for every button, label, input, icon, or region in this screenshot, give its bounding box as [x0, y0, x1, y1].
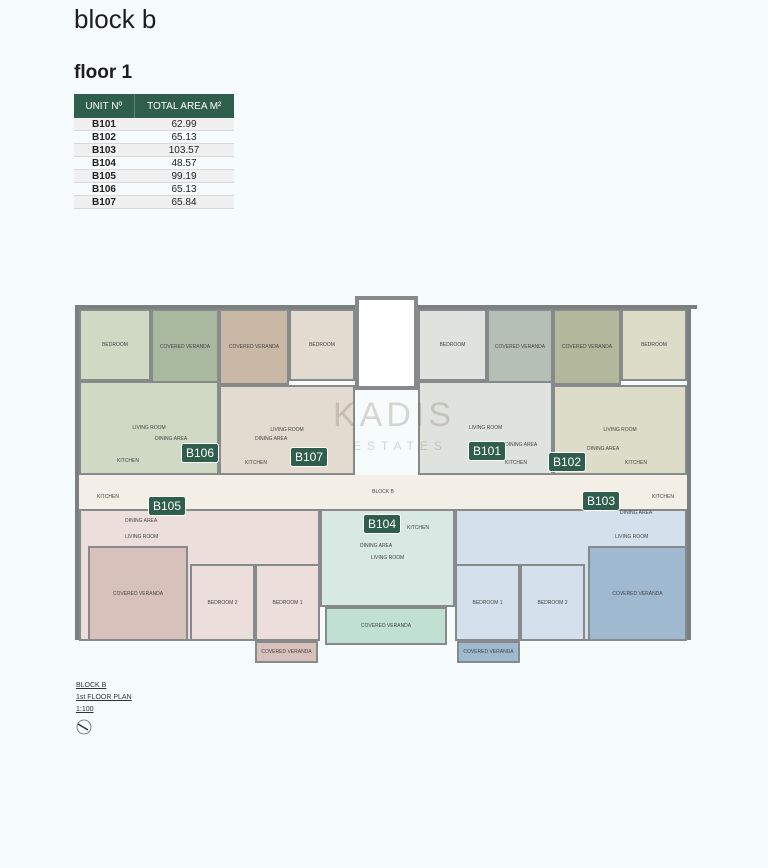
area-cell: 65.84 — [134, 195, 234, 209]
watermark-sub: ESTATES — [353, 439, 448, 453]
unit-cell: B103 — [74, 143, 134, 157]
area-cell: 48.57 — [134, 156, 234, 170]
unit-tag-b107[interactable]: B107 — [290, 447, 329, 467]
b103-bedroom-2: BEDROOM 2 — [520, 564, 585, 641]
b106-bedroom: BEDROOM — [79, 309, 151, 381]
area-cell: 62.99 — [134, 118, 234, 131]
b107-kitchen: KITCHEN — [245, 460, 267, 466]
unit-cell: B104 — [74, 156, 134, 170]
north-arrow-icon — [76, 719, 92, 735]
b102-dining-area: DINING AREA — [587, 446, 620, 452]
header-unit: UNIT Nº — [74, 94, 135, 118]
b101-bedroom: BEDROOM — [418, 309, 487, 381]
plan-note-scale: 1:100 — [76, 706, 94, 713]
b105-bedroom-1: BEDROOM 1 — [255, 564, 320, 641]
b102-veranda: COVERED VERANDA — [553, 309, 621, 385]
b105-dining-area: DINING AREA — [125, 518, 158, 524]
b103-dining-area: DINING AREA — [620, 510, 653, 516]
b106-veranda: COVERED VERANDA — [151, 309, 219, 385]
unit-cell: B106 — [74, 182, 134, 196]
b105-living-room: LIVING ROOM — [125, 534, 159, 540]
b106-dining-area: DINING AREA — [155, 436, 188, 442]
unit-cell: B105 — [74, 169, 134, 183]
unit-tag-b104[interactable]: B104 — [363, 514, 402, 534]
b103-veranda: COVERED VERANDA — [588, 546, 687, 641]
b104-dining-area: DINING AREA — [360, 543, 393, 549]
area-cell: 103.57 — [134, 143, 234, 157]
b103-small-veranda: COVERED VERANDA — [457, 641, 520, 663]
watermark-logo: KADIS — [333, 396, 456, 434]
b104-veranda: COVERED VERANDA — [325, 607, 447, 645]
area-cell: 99.19 — [134, 169, 234, 183]
b103-living-room: LIVING ROOM — [615, 534, 649, 540]
b107-living-room: LIVING ROOM — [219, 385, 355, 475]
stair-core — [355, 296, 418, 390]
b104-kitchen: KITCHEN — [407, 525, 429, 531]
unit-tag-b101[interactable]: B101 — [468, 441, 507, 461]
table-header: UNIT Nº TOTAL AREA M² — [74, 94, 234, 118]
area-cell: 65.13 — [134, 182, 234, 196]
floor-heading: floor 1 — [74, 62, 133, 83]
b103-bedroom-1: BEDROOM 1 — [455, 564, 520, 641]
b107-veranda: COVERED VERANDA — [219, 309, 289, 385]
unit-cell: B102 — [74, 130, 134, 144]
b107-dining-area: DINING AREA — [255, 436, 288, 442]
b105-bedroom-2: BEDROOM 2 — [190, 564, 255, 641]
area-cell: 65.13 — [134, 130, 234, 144]
unit-tag-b106[interactable]: B106 — [181, 443, 220, 463]
wall — [687, 305, 691, 640]
plan-note-block: BLOCK B — [76, 682, 107, 689]
unit-tag-b102[interactable]: B102 — [548, 452, 587, 472]
header-area: TOTAL AREA M² — [134, 94, 234, 118]
b105-small-veranda: COVERED VERANDA — [255, 641, 318, 663]
plan-note-title: 1st FLOOR PLAN — [76, 694, 132, 701]
page-title: block b — [74, 4, 157, 34]
b101-dining-area: DINING AREA — [505, 442, 538, 448]
b102-bedroom: BEDROOM — [621, 309, 687, 381]
b101-kitchen: KITCHEN — [505, 460, 527, 466]
unit-tag-b105[interactable]: B105 — [148, 496, 187, 516]
b105-veranda: COVERED VERANDA — [88, 546, 188, 641]
floor-plan: BEDROOM COVERED VERANDA LIVING ROOM COVE… — [75, 296, 697, 666]
b101-veranda: COVERED VERANDA — [487, 309, 553, 385]
b102-kitchen: KITCHEN — [625, 460, 647, 466]
wall — [75, 305, 79, 640]
b105-kitchen: KITCHEN — [97, 494, 119, 500]
b106-kitchen: KITCHEN — [117, 458, 139, 464]
b103-kitchen: KITCHEN — [652, 494, 674, 500]
unit-tag-b103[interactable]: B103 — [582, 491, 621, 511]
b107-bedroom: BEDROOM — [289, 309, 355, 381]
unit-cell: B107 — [74, 195, 134, 209]
unit-cell: B101 — [74, 118, 134, 131]
